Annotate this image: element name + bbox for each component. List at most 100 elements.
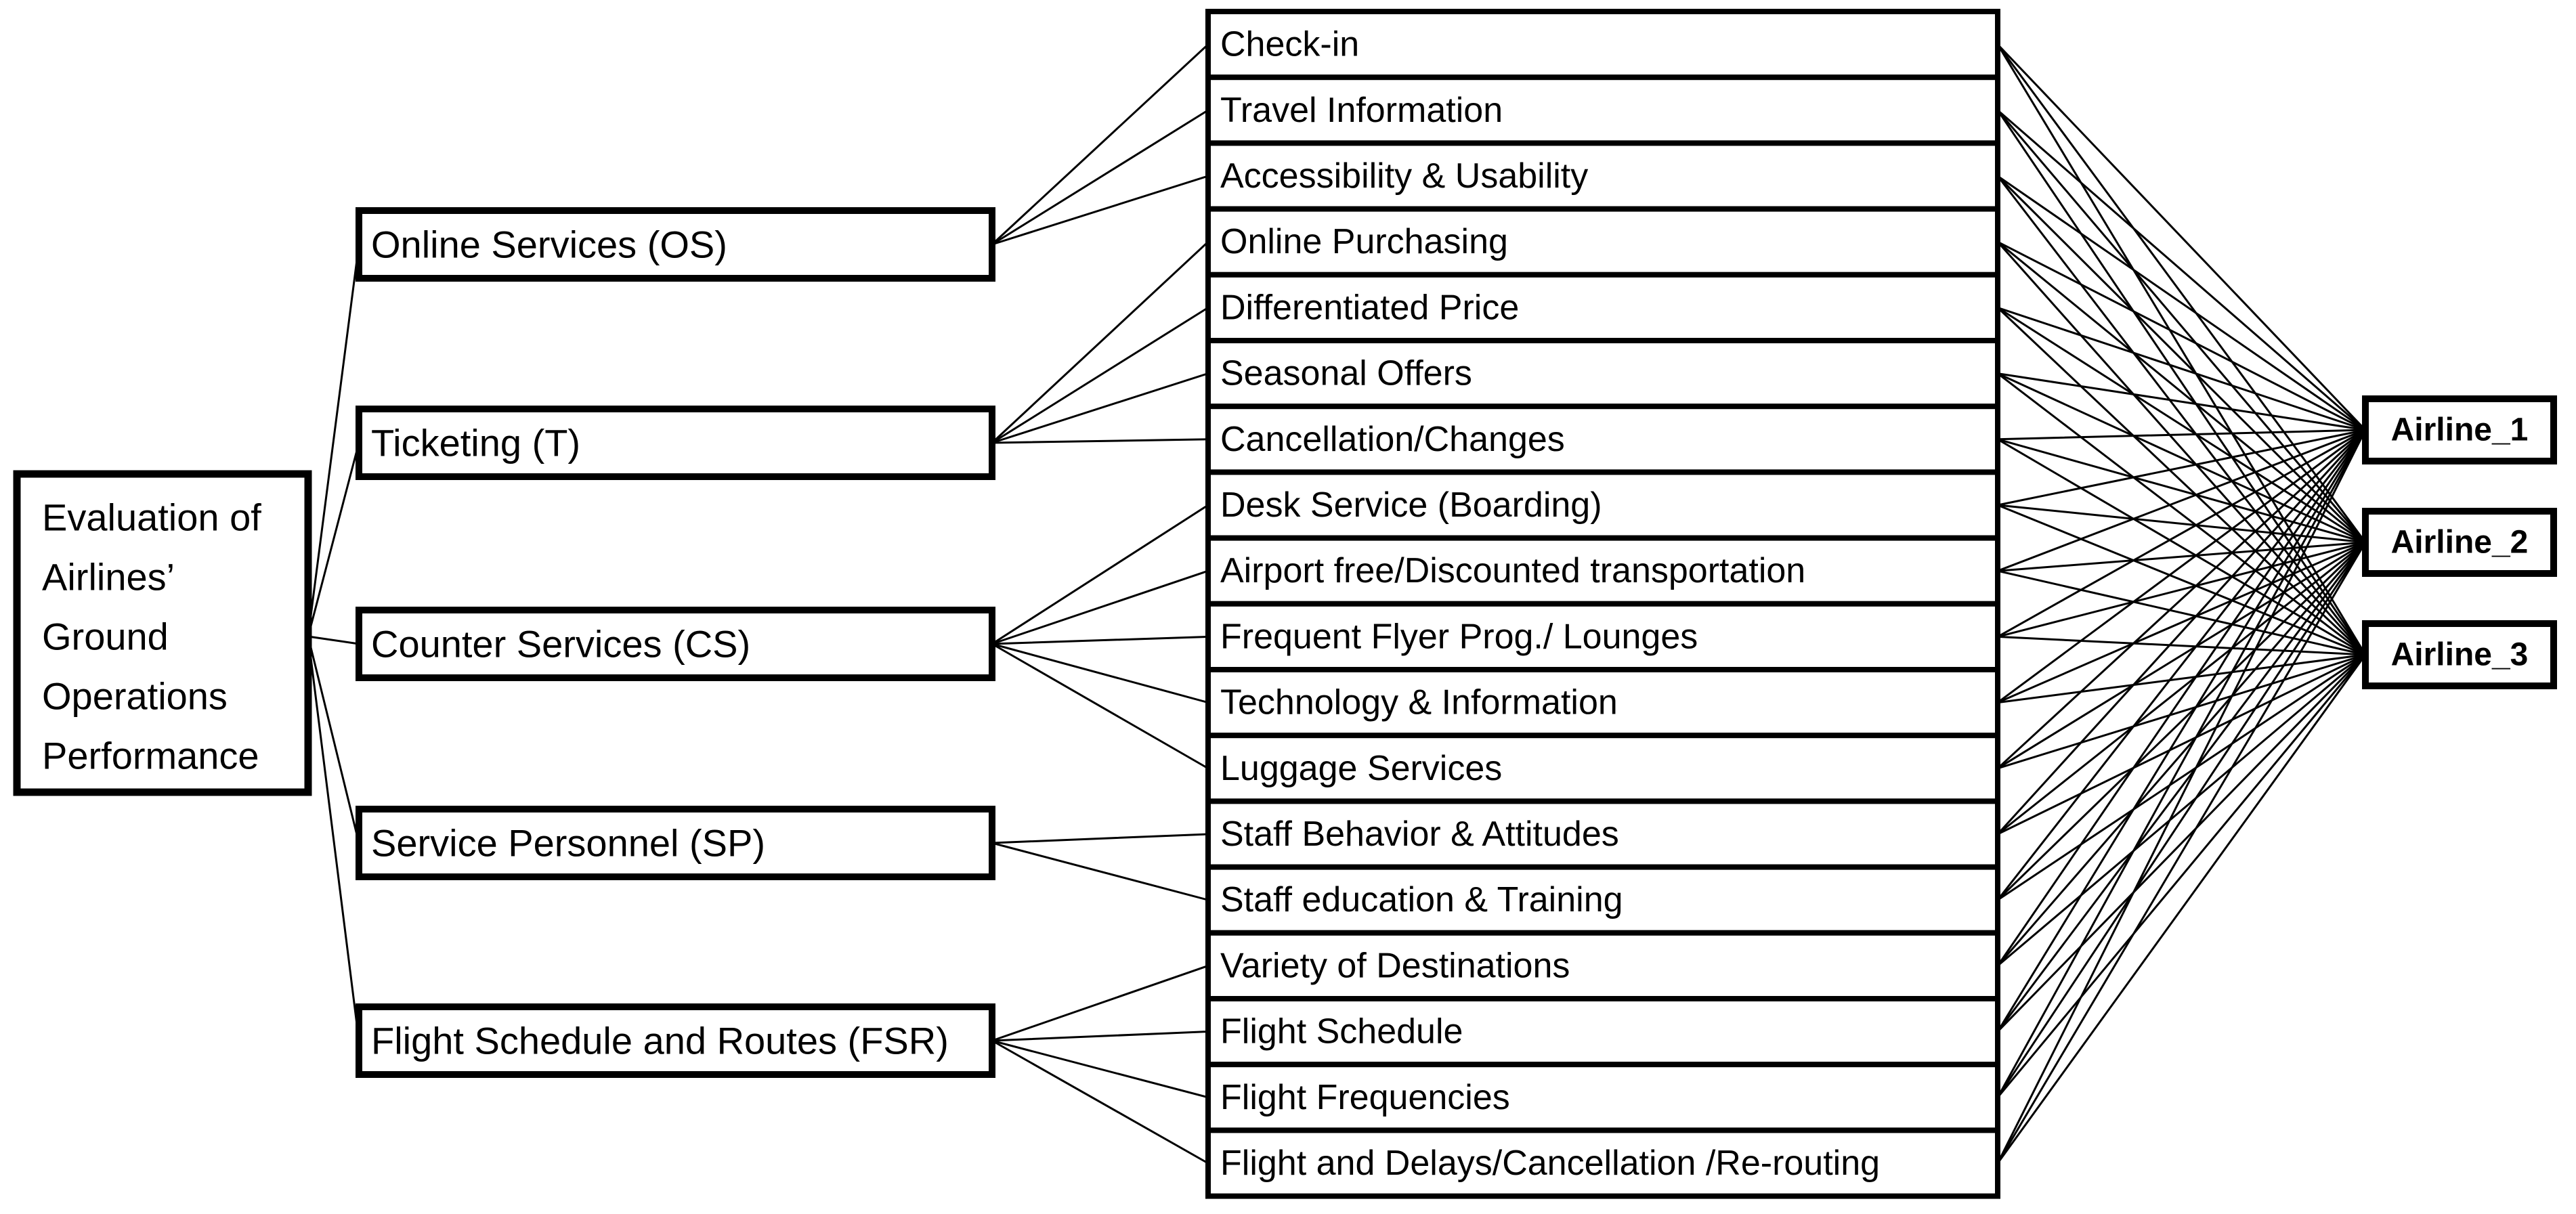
edge-line	[991, 438, 1209, 444]
subcriterion-label-staff-education-training: Staff education & Training	[1220, 880, 1623, 919]
goal-label-line: Ground	[42, 615, 169, 658]
edge-line	[1996, 429, 2367, 1165]
edge-line	[991, 1031, 1209, 1042]
edge-line	[1996, 653, 2367, 967]
subcriterion-label-frequent-flyer-prog-lounges: Frequent Flyer Prog./ Lounges	[1220, 617, 1698, 656]
edge-line	[1996, 541, 2367, 901]
edge-line	[1996, 504, 2367, 656]
edge-line	[307, 635, 360, 844]
edge-line	[1996, 43, 2367, 544]
edge-line	[1996, 175, 2367, 656]
subcriterion-label-technology-information: Technology & Information	[1220, 683, 1618, 722]
edge-line	[1996, 429, 2367, 770]
alternative-label-airline-3: Airline_3	[2391, 637, 2529, 673]
subcriterion-node-flight-schedule	[1205, 996, 2000, 1068]
subcriterion-node-online-purchasing	[1205, 206, 2000, 278]
edge-line	[991, 635, 1209, 645]
edge-line	[1996, 541, 2367, 572]
edge-line	[1996, 541, 2367, 836]
subcriterion-label-variety-of-destinations: Variety of Destinations	[1220, 946, 1570, 985]
edge-line	[1996, 240, 2367, 544]
edge-line	[1996, 429, 2367, 967]
edge-line	[1996, 372, 2367, 544]
subcriterion-label-differentiated-price: Differentiated Price	[1220, 288, 1519, 327]
subcriterion-label-accessibility-usability: Accessibility & Usability	[1220, 156, 1588, 196]
edge-line	[1996, 541, 2367, 967]
edge-line	[1996, 429, 2367, 1033]
criterion-node-t	[356, 406, 995, 480]
edge-line	[1996, 635, 2367, 656]
edge-line	[1996, 429, 2367, 836]
subcriterion-label-flight-and-delays-cancellation-re-routing: Flight and Delays/Cancellation /Re-routi…	[1220, 1144, 1880, 1183]
criterion-node-fsr	[356, 1003, 995, 1078]
subcriterion-node-flight-and-delays-cancellation-re-routing	[1205, 1127, 2000, 1199]
edge-line	[1996, 43, 2367, 431]
edge-line	[991, 43, 1209, 246]
criterion-node-sp	[356, 806, 995, 880]
edge-line	[1996, 653, 2367, 704]
subcriterion-label-online-purchasing: Online Purchasing	[1220, 222, 1508, 261]
criterion-label-sp: Service Personnel (SP)	[371, 822, 765, 865]
alternative-label-airline-2: Airline_2	[2391, 525, 2529, 561]
subcriterion-label-desk-service-boarding: Desk Service (Boarding)	[1220, 485, 1602, 525]
subcriterion-label-airport-free-discounted-transportation: Airport free/Discounted transportation	[1220, 551, 1805, 590]
edge-line	[991, 569, 1209, 645]
subcriterion-label-flight-frequencies: Flight Frequencies	[1220, 1078, 1510, 1117]
criterion-label-fsr: Flight Schedule and Routes (FSR)	[371, 1020, 949, 1062]
subcriterion-node-staff-education-training	[1205, 864, 2000, 936]
edge-line	[1996, 541, 2367, 638]
edge-line	[1996, 306, 2367, 656]
edge-line	[1996, 541, 2367, 1099]
edge-line	[991, 306, 1209, 444]
edge-line	[1996, 504, 2367, 544]
goal-to-criteria-edges	[307, 243, 360, 1042]
subcriterion-label-seasonal-offers: Seasonal Offers	[1220, 354, 1472, 393]
edge-line	[1996, 438, 2367, 656]
edge-line	[1996, 653, 2367, 1033]
edge-line	[1996, 240, 2367, 431]
alternative-label-airline-1: Airline_1	[2391, 412, 2529, 448]
edge-line	[1996, 175, 2367, 431]
edge-line	[991, 833, 1209, 844]
criteria-to-subcriteria-edges	[991, 43, 1209, 1165]
edge-line	[1996, 175, 2367, 544]
edge-line	[1996, 541, 2367, 770]
edge-line	[991, 504, 1209, 645]
goal-label-line: Airlines’	[42, 556, 175, 599]
edge-line	[1996, 438, 2367, 544]
criterion-node-cs	[356, 607, 995, 681]
edge-line	[1996, 653, 2367, 836]
edge-line	[991, 842, 1209, 901]
criterion-label-cs: Counter Services (CS)	[371, 623, 750, 666]
edge-line	[307, 243, 360, 638]
edge-line	[1996, 653, 2367, 770]
edge-line	[1996, 43, 2367, 656]
subcriterion-label-flight-schedule: Flight Schedule	[1220, 1012, 1463, 1052]
edge-line	[991, 240, 1209, 444]
edge-line	[991, 109, 1209, 246]
edge-line	[1996, 429, 2367, 441]
edge-line	[1996, 306, 2367, 544]
subcriterion-label-cancellation-changes: Cancellation/Changes	[1220, 420, 1565, 459]
alternative-node-airline-1	[2362, 395, 2557, 464]
alternative-node-airline-2	[2362, 508, 2557, 577]
subcriterion-label-travel-information: Travel Information	[1220, 91, 1503, 130]
subcriterion-node-desk-service-boarding	[1205, 469, 2000, 541]
edge-line	[1996, 429, 2367, 572]
subcriterion-label-check-in: Check-in	[1220, 25, 1359, 64]
edge-line	[991, 1039, 1209, 1165]
goal-label-line: Operations	[42, 675, 228, 718]
edge-line	[1996, 429, 2367, 901]
edge-line	[1996, 109, 2367, 544]
criterion-node-os	[356, 207, 995, 282]
goal-label-line: Performance	[42, 735, 259, 777]
edge-line	[1996, 429, 2367, 704]
edge-line	[1996, 569, 2367, 656]
edge-line	[1996, 372, 2367, 431]
edge-line	[991, 964, 1209, 1042]
edge-line	[1996, 240, 2367, 656]
edge-line	[991, 643, 1209, 704]
subcriterion-node-differentiated-price	[1205, 272, 2000, 343]
